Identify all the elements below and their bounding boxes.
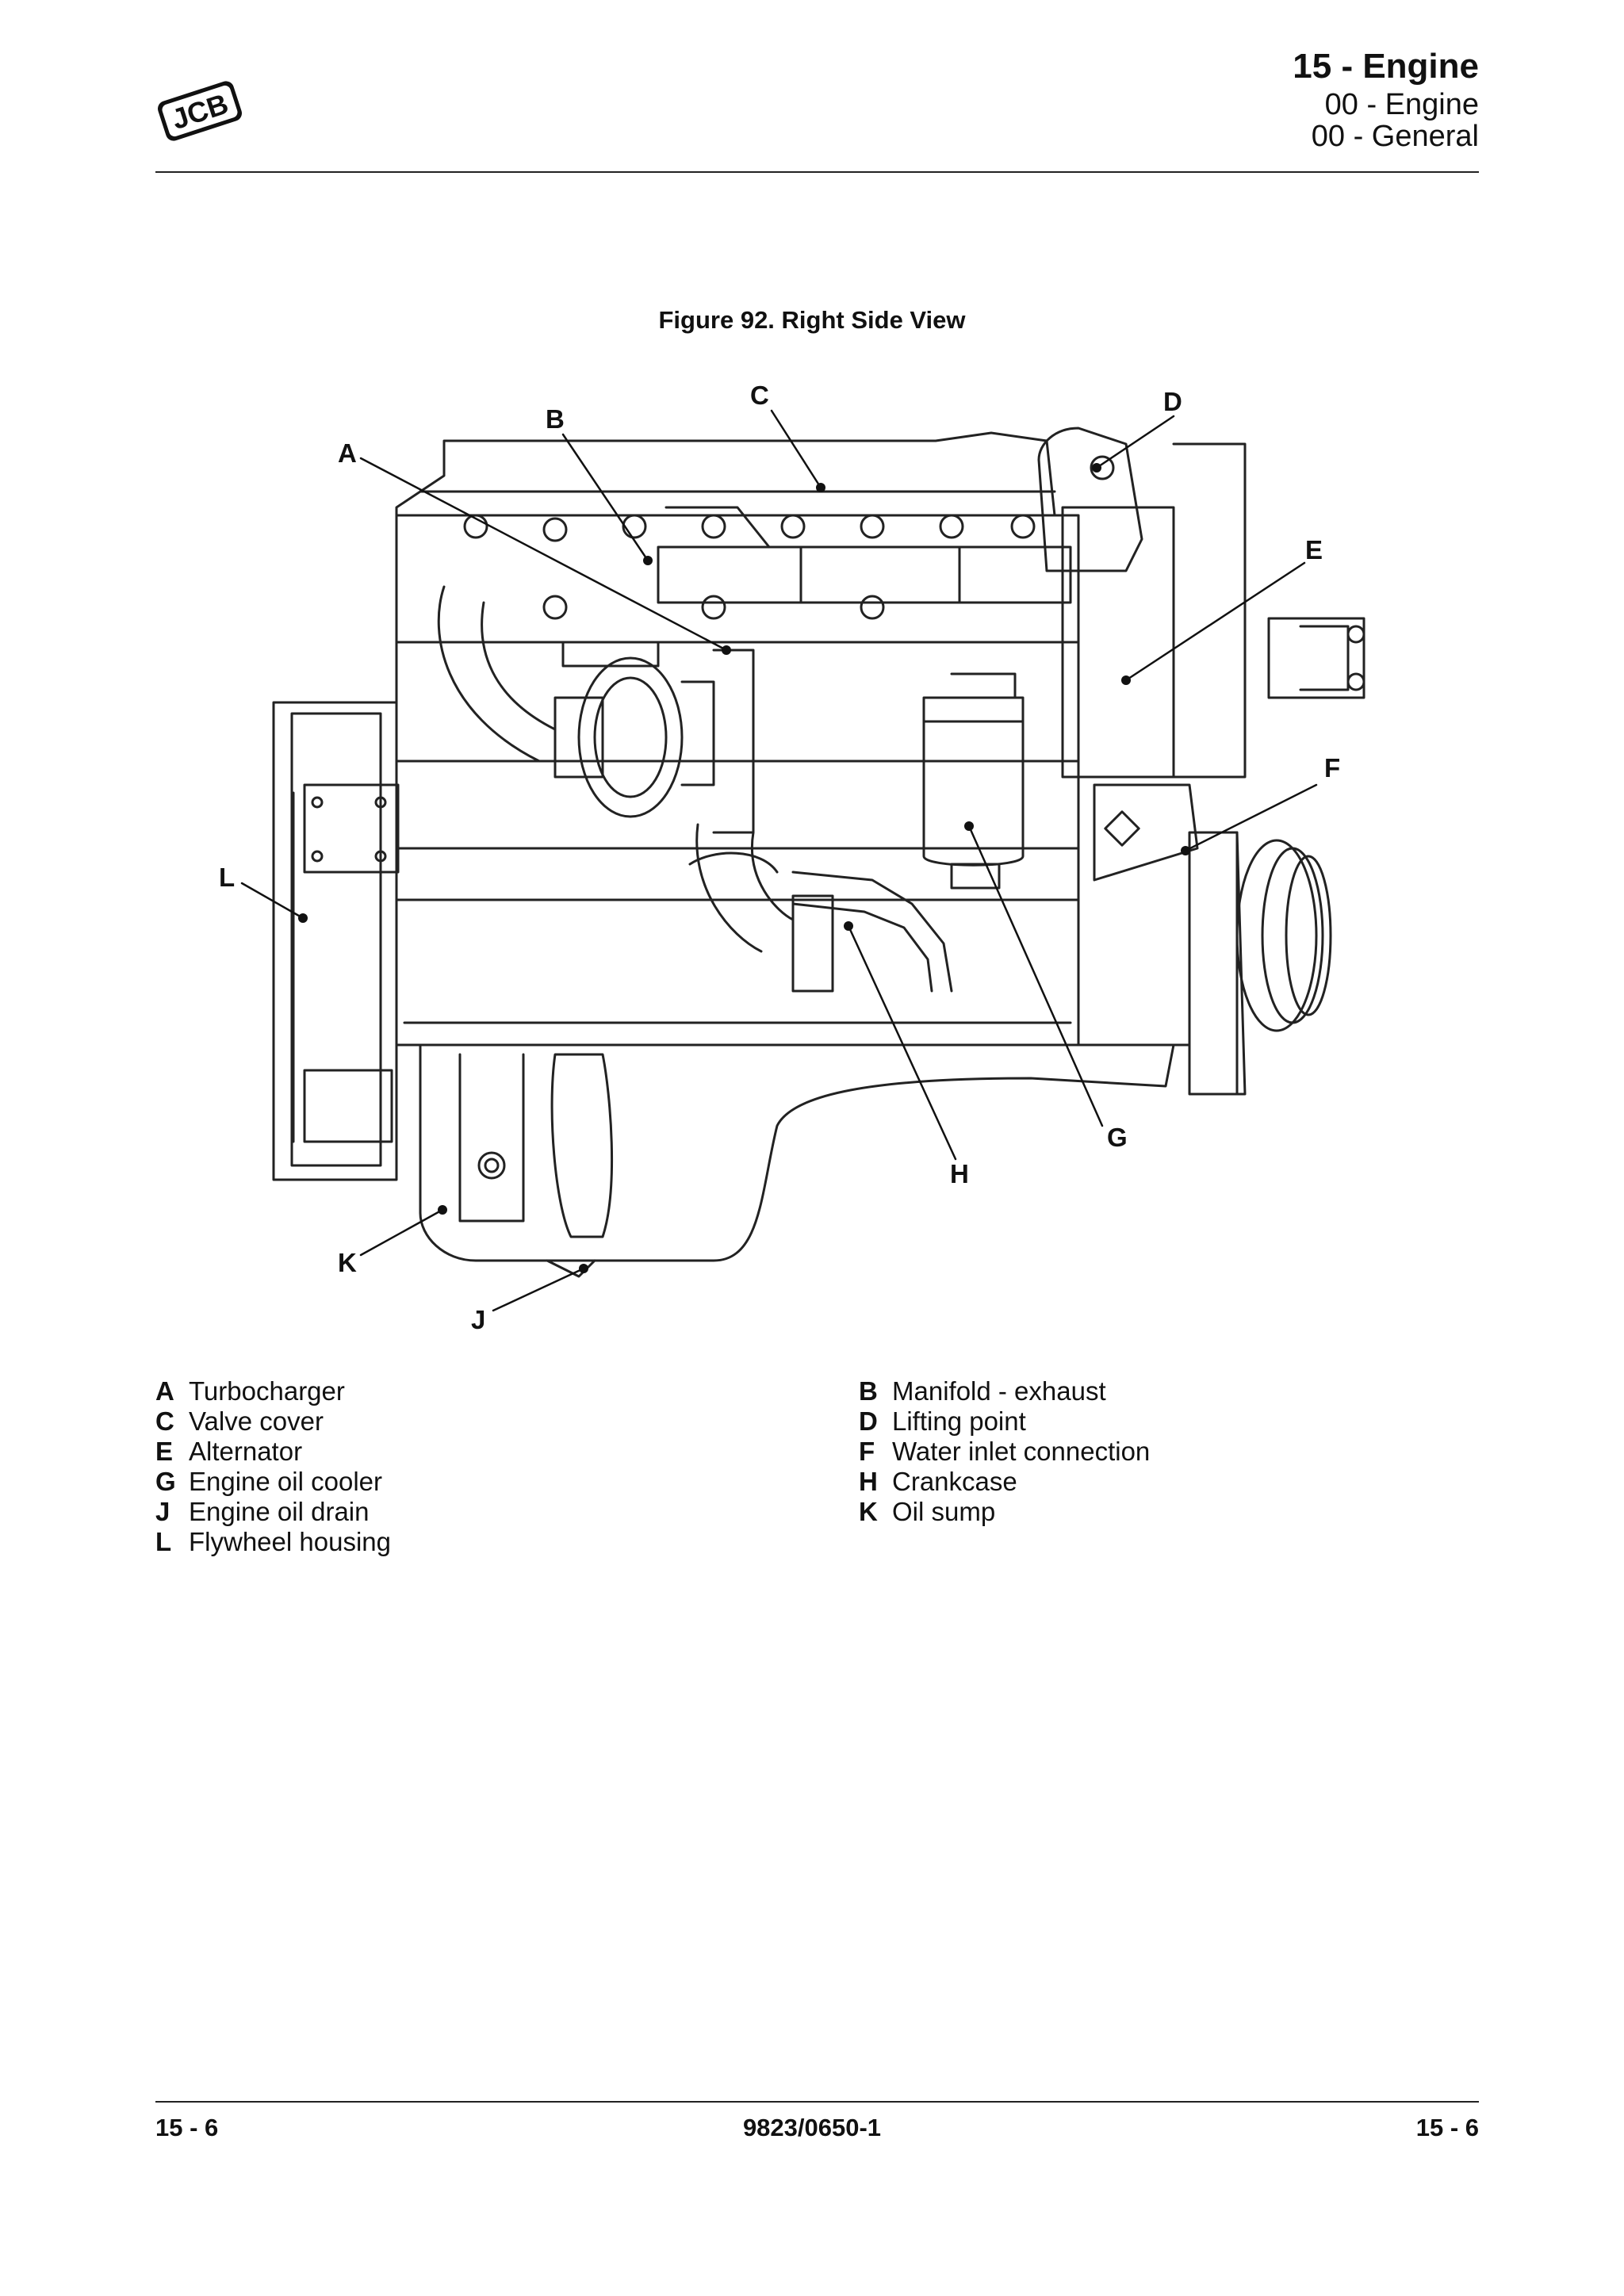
- callout-b: B: [546, 404, 565, 434]
- legend-item: K Oil sump: [859, 1497, 1150, 1527]
- figure-title: Figure 92. Right Side View: [658, 306, 966, 334]
- legend-key: H: [859, 1467, 878, 1496]
- front-pulley: [1188, 831, 1332, 1096]
- legend-label: Lifting point: [892, 1406, 1026, 1436]
- jcb-logo: JCB: [158, 81, 242, 141]
- legend-label: Engine oil drain: [189, 1497, 370, 1526]
- subsection-title: 00 - Engine: [1324, 88, 1479, 121]
- oil-sump: [419, 1043, 1175, 1278]
- legend-key: B: [859, 1376, 878, 1406]
- legend-label: Flywheel housing: [189, 1527, 391, 1556]
- water-inlet-connection: [1093, 783, 1199, 882]
- legend-label: Alternator: [189, 1437, 303, 1466]
- callout-dots: [298, 463, 1190, 1273]
- fan-hub: [1267, 617, 1365, 699]
- legend-label: Oil sump: [892, 1497, 996, 1526]
- callout-j: J: [471, 1305, 485, 1334]
- turbocharger: [437, 585, 755, 834]
- legend-label: Manifold - exhaust: [892, 1376, 1106, 1406]
- legend-item: G Engine oil cooler: [155, 1467, 391, 1497]
- callout-e: E: [1305, 535, 1323, 564]
- legend-key: C: [155, 1406, 174, 1436]
- callout-a: A: [338, 438, 357, 468]
- exhaust-manifold: [657, 506, 1072, 604]
- legend-key: K: [859, 1497, 878, 1526]
- callout-k: K: [338, 1248, 357, 1277]
- legend-label: Crankcase: [892, 1467, 1017, 1496]
- subsubsection-title: 00 - General: [1311, 120, 1479, 153]
- engine-right-side-view: A B C D E F G H J K L: [219, 381, 1365, 1334]
- legend-item: H Crankcase: [859, 1467, 1150, 1497]
- legend-key: D: [859, 1406, 878, 1436]
- callout-d: D: [1163, 387, 1182, 416]
- legend-item: D Lifting point: [859, 1406, 1150, 1437]
- legend-item: E Alternator: [155, 1437, 391, 1467]
- footer-divider: [155, 2101, 1479, 2103]
- legend-key: L: [155, 1527, 172, 1556]
- valve-cover-outline: [395, 431, 1080, 644]
- intake-pipe: [688, 823, 953, 993]
- section-title: 15 - Engine: [1293, 47, 1479, 86]
- legend-label: Water inlet connection: [892, 1437, 1151, 1466]
- legend-key: G: [155, 1467, 176, 1496]
- legend-item: J Engine oil drain: [155, 1497, 391, 1527]
- legend-right: B Manifold - exhaust D Lifting point F Wate…: [859, 1376, 1150, 1527]
- legend-item: L Flywheel housing: [155, 1527, 391, 1557]
- callout-f: F: [1324, 753, 1340, 783]
- legend-label: Turbocharger: [189, 1376, 345, 1406]
- legend-label: Valve cover: [189, 1406, 324, 1436]
- legend-item: A Turbocharger: [155, 1376, 391, 1406]
- header-divider: [155, 171, 1479, 173]
- footer-doc-number: 9823/0650-1: [742, 2114, 882, 2141]
- footer-page-left: 15 - 6: [155, 2114, 219, 2141]
- section-header: 15 - Engine 00 - Engine 00 - General: [1293, 44, 1479, 152]
- callout-h: H: [950, 1159, 969, 1188]
- crankcase-block: [395, 641, 1191, 1047]
- callout-c: C: [750, 381, 769, 410]
- callout-g: G: [1107, 1123, 1128, 1152]
- legend-key: J: [155, 1497, 170, 1526]
- alternator: [1037, 427, 1247, 779]
- legend-left: A Turbocharger C Valve cover E Alternator G…: [155, 1376, 391, 1557]
- legend-label: Engine oil cooler: [189, 1467, 382, 1496]
- flywheel-housing: [272, 701, 400, 1181]
- footer-page-right: 15 - 6: [1415, 2114, 1479, 2141]
- legend-key: F: [859, 1437, 875, 1466]
- legend-item: B Manifold - exhaust: [859, 1376, 1150, 1406]
- engine-oil-cooler: [922, 672, 1025, 890]
- callout-l: L: [219, 863, 235, 892]
- legend-item: F Water inlet connection: [859, 1437, 1150, 1467]
- callout-leaders: [240, 409, 1318, 1312]
- legend-key: A: [155, 1376, 174, 1406]
- legend-item: C Valve cover: [155, 1406, 391, 1437]
- legend-key: E: [155, 1437, 174, 1466]
